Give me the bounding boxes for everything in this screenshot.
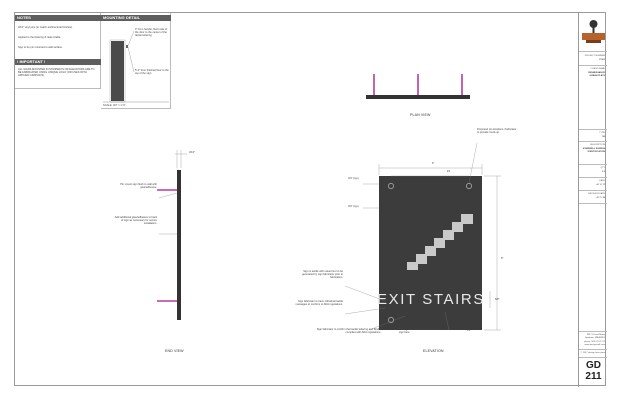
client-name-value: RENNESSANCE URBAN FLATS — [588, 72, 605, 77]
firm-logo — [582, 20, 605, 43]
end-sign-body — [177, 170, 181, 320]
mounting-note-2: 5'-0" from finished floor to the top of … — [135, 69, 169, 76]
plan-sign-body — [366, 95, 470, 99]
mounting-detail-panel: MOUNTING DETAIL 9" from handle, flush si… — [101, 13, 171, 109]
elevation-label: ELEVATION — [423, 349, 444, 353]
notes-line-3: Sign to be pin mounted to wall surface. — [18, 46, 63, 49]
mounting-note-1: 9" from handle, flush side of the door t… — [135, 28, 168, 38]
pin-hole-3 — [388, 317, 394, 323]
elevation-dim-top: 6" — [432, 162, 435, 165]
pin-hole-1 — [388, 183, 394, 189]
copyright: © 2017 design firm name — [580, 352, 605, 354]
type-label: TYPE — [599, 132, 605, 134]
firm-address: 3217 S Leaf Street Spokane, WA 99201 — [585, 334, 605, 339]
elevation-note-left-1: Sign is tactile with raised text to be g… — [302, 270, 343, 280]
elevation-drawing: EXIT STAIRS — [345, 142, 501, 331]
description-label: DESCRIPTION — [590, 144, 605, 146]
elevation-dim-low: 5/8" — [495, 298, 500, 301]
pin-hole-2 — [466, 183, 472, 189]
notes-line-1: 3/16" vinyl pins (to match architectural… — [18, 26, 73, 29]
important-text: ALL SIGNS MOUNTED IN STAIRWAYS OR ELEVAT… — [18, 68, 95, 78]
drawing-sheet: NOTES 3/16" vinyl pins (to match archite… — [14, 12, 607, 387]
end-view-drawing — [157, 150, 187, 320]
mounting-scale: SCALE: 3/4" = 1'-0" — [103, 104, 126, 107]
mounting-sign-mark — [126, 45, 128, 48]
elevation-dim-right: 8" — [501, 257, 504, 260]
date-value: 4 / 1 / 17 — [596, 184, 605, 186]
mounting-header: MOUNTING DETAIL — [101, 15, 171, 21]
project-number-value: 17001 — [598, 59, 605, 61]
mounting-door-drawing — [103, 30, 169, 103]
end-dim-label: 3/16" — [189, 151, 195, 154]
sign-text: EXIT STAIRS — [377, 291, 485, 308]
notes-header: NOTES — [15, 15, 101, 21]
logo-banner-icon — [582, 33, 605, 40]
mounting-leader-1 — [127, 30, 135, 47]
stair-pictogram — [407, 214, 473, 270]
elevation-dim-h1: #4 — [447, 170, 450, 173]
important-header: ! IMPORTANT ! — [15, 59, 101, 65]
end-note-2: Add additional glue/adhesive to back of … — [114, 216, 157, 226]
date-label: DATE — [599, 180, 605, 182]
elevation-note-top: Proposed pin locations. Fabricator to pr… — [477, 128, 517, 135]
elevation-dim-left-1: 3/4" (typ.) — [348, 177, 360, 180]
door-shape — [111, 41, 124, 101]
plan-view-drawing — [366, 74, 470, 99]
firm-phone: phone: 509-774-1717 — [584, 341, 605, 343]
firm-website: www.designstuff.com — [584, 344, 605, 346]
bottom-leader-1 — [368, 315, 406, 331]
elevation-note-left-2: Sign fabricator to have individual tacti… — [295, 300, 343, 307]
qty-label: QTY — [600, 167, 606, 169]
logo-head-icon — [589, 20, 598, 28]
logo-body-icon — [592, 27, 595, 33]
qty-value: 1-2 — [601, 171, 605, 173]
title-block: PROJECT NUMBER 17001 CLIENT NAME RENNESS… — [578, 13, 607, 387]
revision-value: 4 / 7 / 20 — [596, 197, 605, 199]
description-value: STAIRWELL EGRESS IDENTIFICATION — [582, 148, 605, 153]
end-view-label: END VIEW — [165, 349, 184, 353]
revision-label: REVISION DATE — [588, 193, 605, 195]
sheet-number-value: 211 — [585, 371, 602, 382]
elevation-note-bottom-1: Sign fabricator to confirm that tactile … — [316, 328, 381, 335]
notes-panel: NOTES 3/16" vinyl pins (to match archite… — [15, 13, 101, 89]
plan-view-label: PLAN VIEW — [410, 113, 431, 117]
end-note-1: Pin mount sign flush to wall with glue/a… — [120, 183, 157, 190]
logo-sub-banner-icon — [586, 40, 601, 43]
bottom-leader-2 — [444, 311, 450, 331]
type-value: 1B — [602, 136, 605, 138]
sheet-number-top: GD — [586, 360, 601, 371]
end-leader-1 — [158, 192, 178, 199]
top-note-leader — [468, 142, 478, 184]
client-name-label: CLIENT NAME — [590, 68, 605, 70]
notes-line-2: Applied to the lettering & raise braille… — [18, 36, 61, 39]
project-number-label: PROJECT NUMBER — [584, 55, 605, 57]
left-leader-2 — [345, 307, 386, 315]
mounting-leader-2 — [127, 46, 135, 73]
elevation-dim-left-2: 3/4" (typ.) — [348, 205, 360, 208]
elevation-note-bottom-2: Clear grade 2 Braille dotted and set in … — [399, 328, 443, 335]
elevation-dim-p4: P4 — [467, 329, 471, 332]
left-leader-1 — [345, 285, 386, 302]
